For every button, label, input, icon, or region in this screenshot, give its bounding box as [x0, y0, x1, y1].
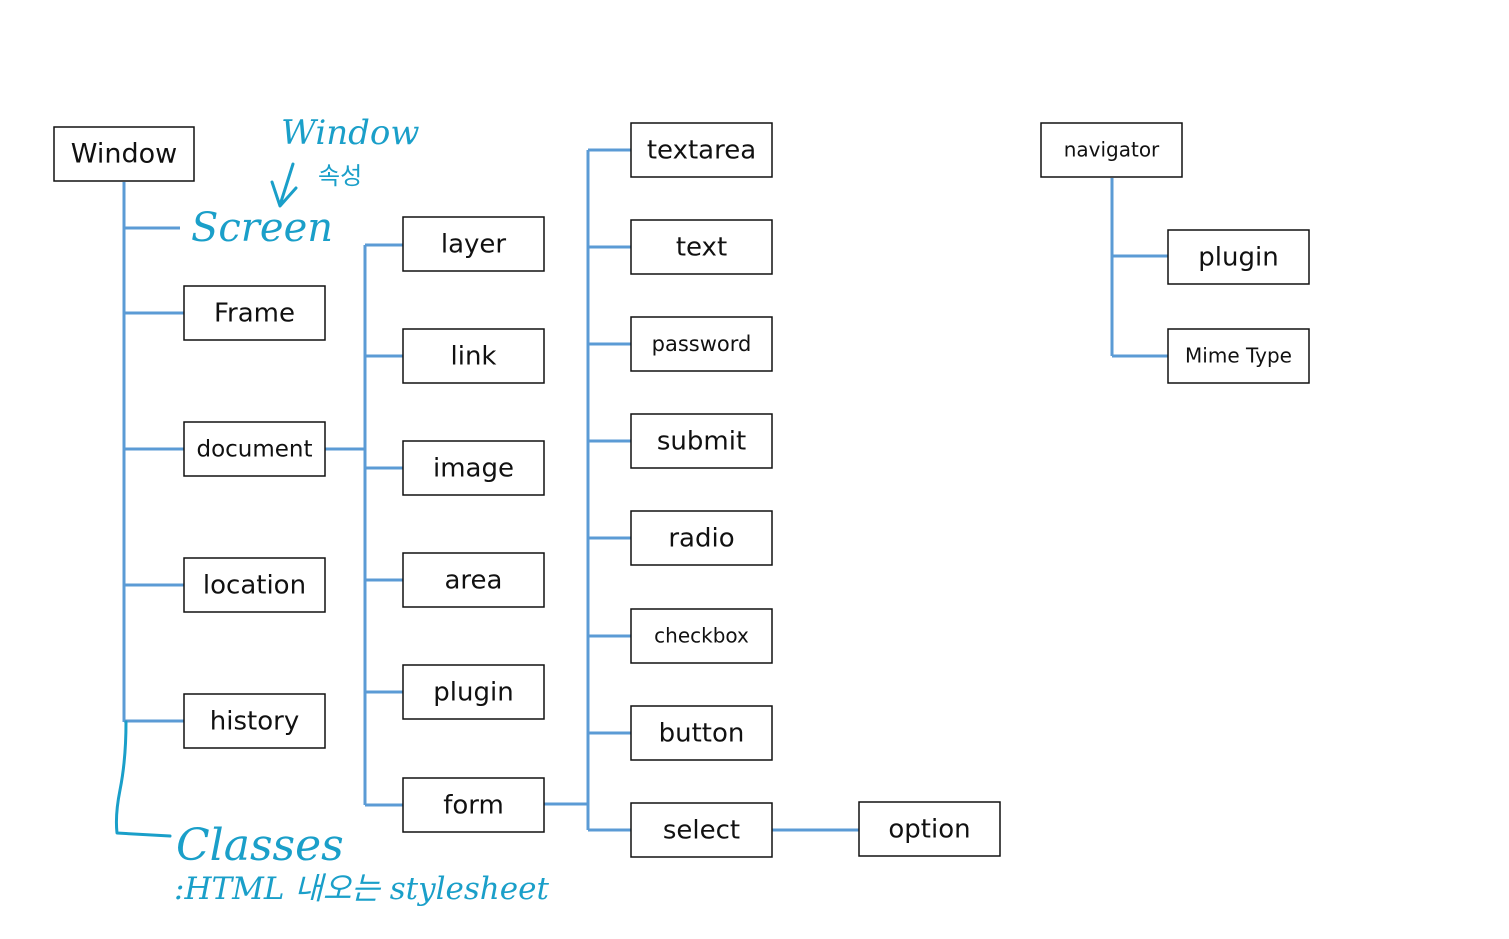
annotation-screen: Screen	[191, 205, 334, 251]
node-location: location	[183, 557, 326, 613]
node-label: text	[676, 233, 727, 263]
node-box	[402, 552, 545, 608]
node-box	[1040, 122, 1183, 178]
node-box	[630, 219, 773, 275]
node-box	[1167, 229, 1310, 285]
node-box	[1167, 328, 1310, 384]
node-label: navigator	[1064, 138, 1160, 162]
node-label: layer	[441, 230, 507, 260]
node-label: Window	[71, 139, 177, 170]
node-box	[183, 285, 326, 341]
node-label: checkbox	[654, 624, 749, 648]
connector-lines	[122, 148, 1168, 832]
node-box	[630, 413, 773, 469]
node-box	[183, 421, 326, 477]
node-label: Frame	[214, 299, 295, 329]
annotation-window-props: Window	[281, 113, 420, 153]
node-box	[183, 693, 326, 749]
node-image: image	[402, 440, 545, 496]
annotation-window-props-sub: 속성	[318, 162, 363, 190]
node-form: form	[402, 777, 545, 833]
node-label: button	[659, 719, 745, 749]
node-label: option	[888, 815, 970, 845]
node-label: plugin	[433, 678, 513, 708]
node-checkbox: checkbox	[630, 608, 773, 664]
node-radio: radio	[630, 510, 773, 566]
node-box	[402, 216, 545, 272]
node-history: history	[183, 693, 326, 749]
node-label: submit	[657, 427, 746, 457]
node-label: plugin	[1198, 243, 1278, 273]
node-textarea: textarea	[630, 122, 773, 178]
node-label: password	[652, 332, 752, 356]
node-box	[630, 802, 773, 858]
node-label: Mime Type	[1185, 344, 1292, 368]
node-nav-plugin: plugin	[1167, 229, 1310, 285]
node-label: select	[663, 816, 740, 846]
node-mime-type: Mime Type	[1167, 328, 1310, 384]
node-label: area	[445, 566, 503, 596]
node-plugin: plugin	[402, 664, 545, 720]
node-box	[402, 328, 545, 384]
node-box	[402, 440, 545, 496]
handwritten-down-arrow-icon	[270, 162, 298, 208]
node-label: radio	[668, 524, 734, 554]
node-layer: layer	[402, 216, 545, 272]
node-box	[630, 608, 773, 664]
handwritten-annotation-strokes	[114, 162, 298, 838]
node-document: document	[183, 421, 326, 477]
node-box	[858, 801, 1001, 857]
node-label: image	[433, 454, 514, 484]
node-box	[630, 510, 773, 566]
node-label: history	[210, 707, 299, 737]
node-box	[630, 316, 773, 372]
node-option: option	[858, 801, 1001, 857]
node-select: select	[630, 802, 773, 858]
node-label: textarea	[647, 136, 756, 166]
node-password: password	[630, 316, 773, 372]
node-submit: submit	[630, 413, 773, 469]
node-button: button	[630, 705, 773, 761]
node-box	[183, 557, 326, 613]
node-box	[402, 777, 545, 833]
node-label: document	[196, 437, 312, 463]
node-navigator: navigator	[1040, 122, 1183, 178]
node-window: Window	[53, 126, 195, 182]
node-text: text	[630, 219, 773, 275]
node-box	[630, 122, 773, 178]
node-label: link	[451, 342, 497, 372]
node-link: link	[402, 328, 545, 384]
node-area: area	[402, 552, 545, 608]
annotation-classes-note: :HTML 내오는 stylesheet	[174, 871, 549, 907]
node-box	[53, 126, 195, 182]
node-label: form	[443, 791, 504, 821]
classes-bracket-line	[114, 720, 172, 838]
node-box	[630, 705, 773, 761]
node-box	[402, 664, 545, 720]
annotation-classes: Classes	[176, 820, 344, 871]
node-label: location	[203, 571, 306, 601]
node-frame: Frame	[183, 285, 326, 341]
